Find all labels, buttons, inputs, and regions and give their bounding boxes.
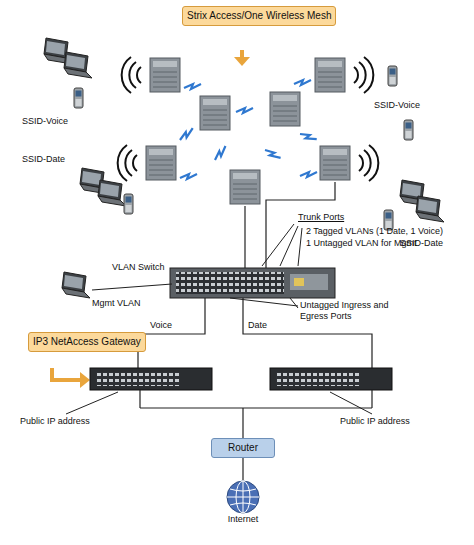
note-text: 1 Untagged VLAN for Mgmt [306,238,417,249]
callout-box: Strix Access/One Wireless Mesh [182,6,336,26]
node-label: Internet [215,514,271,525]
ip-label: Public IP address [340,416,410,427]
node-label: IP3 NetAccess Gateway [33,336,141,348]
router-box: Router [211,438,275,458]
ssid-label: SSID-Voice [374,100,420,111]
network-link [242,458,243,480]
vlan-label: Voice [150,320,172,331]
internet-globe: Internet [215,480,271,525]
node-label: Router [214,442,272,454]
note-text: 2 Tagged VLANs (1 Date, 1 Voice) [306,226,443,237]
port-note: Untagged Ingress and Egress Ports [300,300,410,322]
vlan-label: Mgmt VLAN [92,298,141,309]
ssid-label: SSID-Date [22,154,65,165]
node-label: Strix Access/One Wireless Mesh [187,10,331,22]
ssid-label: SSID-Voice [22,116,68,127]
callout-title: Trunk Ports [298,212,344,223]
callout-box: IP3 NetAccess Gateway [28,332,146,352]
ip-label: Public IP address [20,416,90,427]
globe-icon [226,480,260,514]
vlan-label: Date [248,320,267,331]
device-label: VLAN Switch [112,262,165,273]
